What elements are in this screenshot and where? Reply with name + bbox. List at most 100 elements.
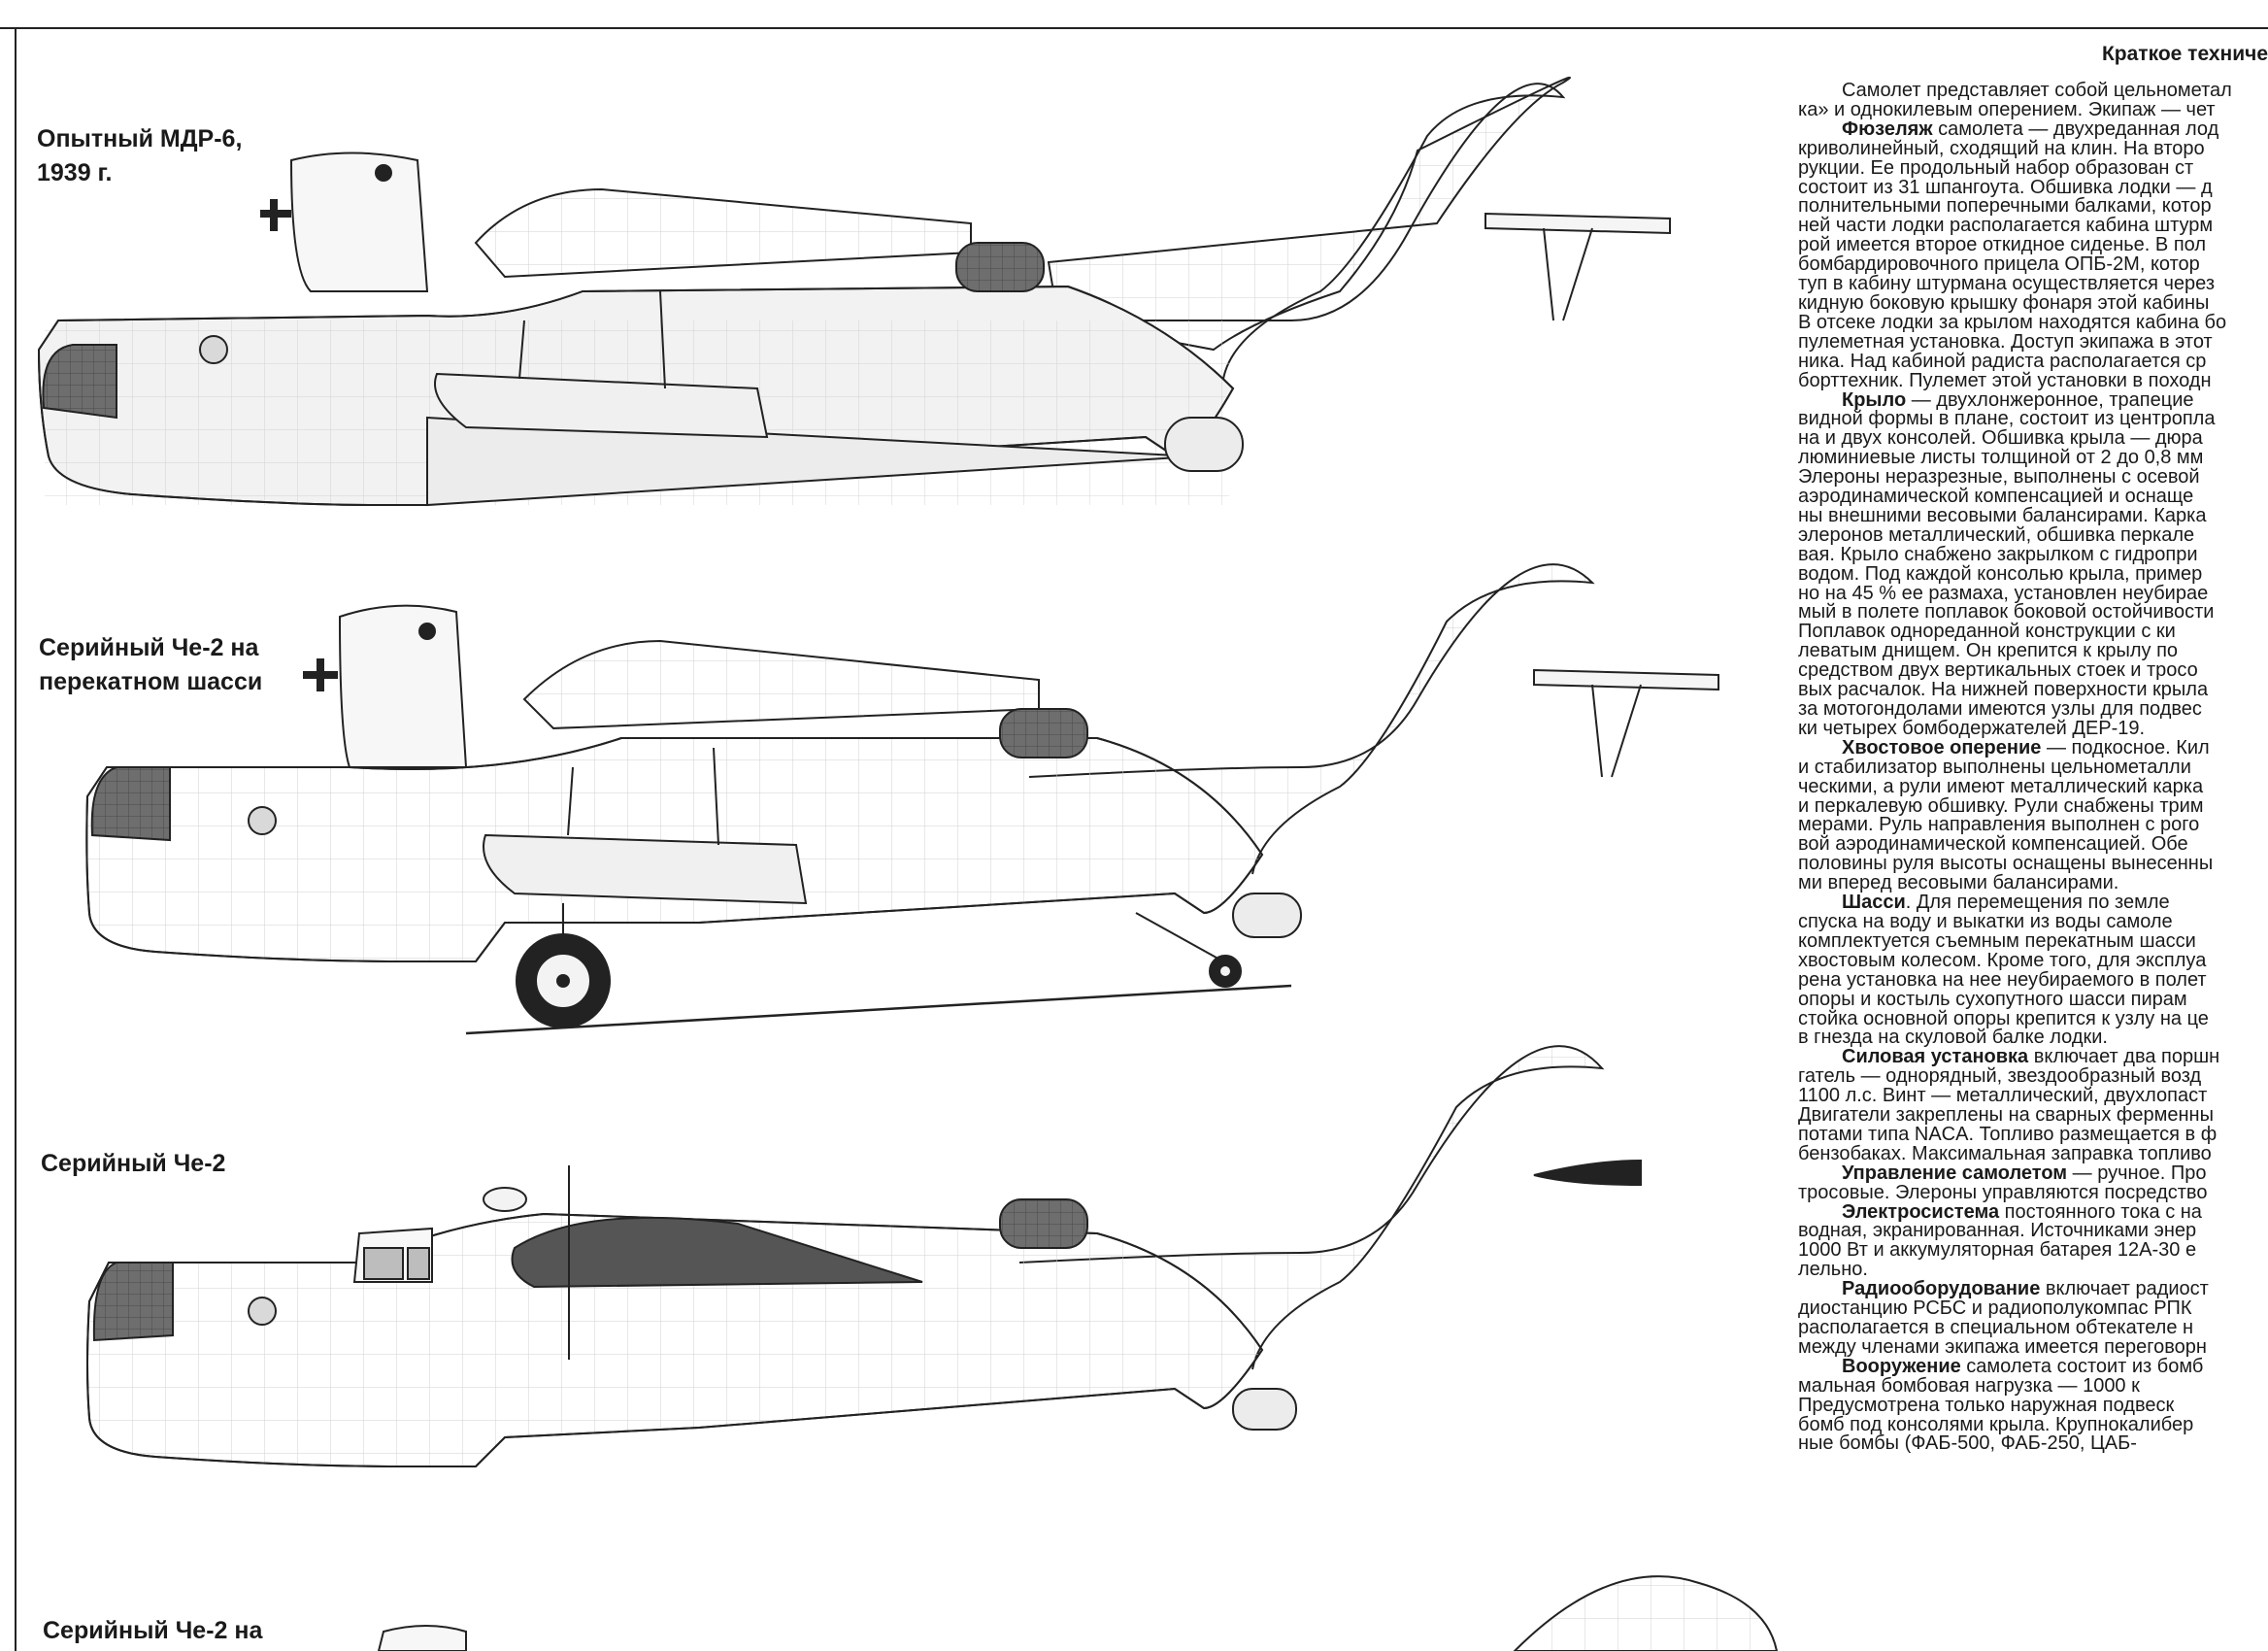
line-text: бомб под консолями крыла. Крупнокалибер — [1798, 1413, 2194, 1435]
section-lead: Радиооборудование — [1842, 1278, 2041, 1300]
line-text: средством двух вертикальных стоек и трос… — [1798, 659, 2198, 682]
aircraft-4-tail-fin — [1513, 1575, 1779, 1651]
text-line: аэродинамической компенсацией и оснаще — [1798, 486, 2268, 508]
aircraft-2-drawing — [85, 563, 1719, 1035]
line-text: люминиевые листы толщиной от 2 до 0,8 мм — [1798, 447, 2204, 469]
caption-line: Серийный Че-2 — [41, 1150, 226, 1177]
text-line: тросовые. Элероны управляются посредство — [1798, 1181, 2268, 1203]
text-line: ника. Над кабиной радиста располагается … — [1798, 352, 2268, 372]
line-text: рой имеется второе откидное сиденье. В п… — [1798, 234, 2206, 256]
text-line: за мотогондолами имеются узлы для подвес — [1798, 699, 2268, 720]
line-text: аэродинамической компенсацией и оснаще — [1798, 486, 2194, 508]
aircraft-2-nose-turret — [90, 766, 171, 842]
line-text: ки четырех бомбодержателей ДЕР-19. — [1798, 717, 2146, 739]
line-text: и перкалевую обшивку. Рули снабжены трим — [1798, 794, 2204, 817]
aircraft-4-drawing — [377, 1575, 1779, 1651]
text-line: Поплавок однореданной конструкции с ки — [1798, 622, 2268, 642]
line-text: включает два поршн — [2028, 1046, 2220, 1068]
aircraft-1-propeller-hub — [260, 199, 291, 231]
line-text: гатель — однорядный, звездообразный возд — [1798, 1065, 2202, 1088]
text-line: криволинейный, сходящий на клин. На втор… — [1798, 137, 2268, 159]
line-text: борттехник. Пулемет этой установки в пох… — [1798, 369, 2212, 391]
line-text: состоит из 31 шпангоута. Обшивка лодки —… — [1798, 176, 2213, 198]
aircraft-1-tail-fin-outline — [1029, 83, 1566, 380]
line-text: на и двух консолей. Обшивка крыла — дюра — [1798, 427, 2203, 450]
text-line: кидную боковую крышку фонаря этой кабины — [1798, 293, 2268, 314]
caption-aircraft-1: Опытный МДР-6, 1939 г. — [37, 122, 242, 190]
line-text: вая. Крыло снабжено закрылком с гидропри — [1798, 543, 2198, 565]
aircraft-2-engine-nacelle — [338, 604, 468, 768]
text-line: Радиооборудование включает радиост — [1798, 1278, 2268, 1300]
line-text: водом. Под каждой консолью крыла, пример — [1798, 562, 2203, 585]
text-line: ные бомбы (ФАБ-500, ФАБ-250, ЦАБ- — [1798, 1433, 2268, 1454]
caption-line: Опытный МДР-6, — [37, 125, 243, 152]
line-text: . Для перемещения по земле — [1905, 892, 2170, 914]
section-lead: Вооружение — [1842, 1355, 1961, 1377]
line-text: пулеметная установка. Доступ экипажа в э… — [1798, 330, 2213, 353]
text-line: ческими, а рули имеют металлический карк… — [1798, 777, 2268, 797]
text-line: Самолет представляет собой цельнометал — [1798, 82, 2268, 101]
text-line: видной формы в плане, состоит из центроп… — [1798, 408, 2268, 430]
line-text: Предусмотрена только наружная подвеск — [1798, 1394, 2175, 1416]
line-text: полнительными поперечными балками, котор — [1798, 195, 2212, 218]
caption-aircraft-2: Серийный Че-2 на перекатном шасси — [39, 631, 262, 699]
line-text: рукции. Ее продольный набор образован ст — [1798, 156, 2194, 179]
text-line: ми вперед весовыми балансирами. — [1798, 872, 2268, 894]
text-line: леватым днищем. Он крепится к крылу по — [1798, 641, 2268, 661]
aircraft-3-wing-section — [511, 1216, 923, 1289]
line-text: в гнезда на скуловой балке лодки. — [1798, 1027, 2108, 1049]
text-line: хвостовым колесом. Кроме того, для экспл… — [1798, 951, 2268, 971]
line-text: — подкосное. Кил — [2041, 736, 2210, 758]
text-line: мый в полете поплавок боковой остойчивос… — [1798, 602, 2268, 623]
section-lead: Электросистема — [1842, 1200, 2000, 1223]
line-text: водная, экранированная. Источниками энер — [1798, 1220, 2197, 1242]
text-line: Силовая установка включает два поршн — [1798, 1046, 2268, 1068]
line-text: самолета — двухреданная лод — [1932, 118, 2219, 140]
aircraft-1-engine-nacelle — [289, 152, 429, 292]
line-text: между членами экипажа имеется переговорн — [1798, 1335, 2207, 1358]
line-text: криволинейный, сходящий на клин. На втор… — [1798, 137, 2205, 159]
aircraft-3-gun-turret — [999, 1198, 1088, 1249]
text-line: Шасси. Для перемещения по земле — [1798, 893, 2268, 913]
aircraft-2-tailplane — [1533, 668, 1719, 691]
line-text: располагается в специальном обтекателе н — [1798, 1317, 2194, 1338]
aircraft-4-nacelle — [377, 1625, 467, 1651]
line-text: ны внешними весовыми балансирами. Карка — [1798, 504, 2207, 526]
aircraft-1-gun-turret — [955, 242, 1045, 292]
text-line: ки четырех бомбодержателей ДЕР-19. — [1798, 717, 2268, 739]
text-line: Фюзеляж самолета — двухреданная лод — [1798, 118, 2268, 140]
page-frame-top — [0, 27, 2268, 29]
caption-aircraft-4: Серийный Че-2 на — [43, 1614, 262, 1648]
text-line: Элероны неразрезные, выполнены с осевой — [1798, 466, 2268, 489]
text-line: Предусмотрена только наружная подвеск — [1798, 1394, 2268, 1416]
aircraft-3-dome — [483, 1187, 527, 1212]
line-text: Элероны неразрезные, выполнены с осевой — [1798, 466, 2200, 489]
aircraft-1-float — [434, 372, 769, 439]
line-text: включает радиост — [2040, 1278, 2209, 1300]
line-text: видной формы в плане, состоит из центроп… — [1798, 408, 2216, 430]
line-text: рена установка на нее неубираемого в пол… — [1798, 968, 2207, 991]
text-line: в гнезда на скуловой балке лодки. — [1798, 1028, 2268, 1048]
section-lead: Управление самолетом — [1842, 1162, 2068, 1184]
text-line: рена установка на нее неубираемого в пол… — [1798, 968, 2268, 991]
text-line: В отсеке лодки за крылом находятся кабин… — [1798, 313, 2268, 333]
line-text: ми вперед весовыми балансирами. — [1798, 872, 2119, 894]
text-line: между членами экипажа имеется переговорн — [1798, 1335, 2268, 1358]
aircraft-1-nose-turret — [42, 344, 117, 420]
line-text: Двигатели закреплены на сварных ферменны — [1798, 1104, 2214, 1127]
line-text: бензобаках. Максимальная заправка топлив… — [1798, 1142, 2212, 1164]
line-text: мальная бомбовая нагрузка — 1000 к — [1798, 1374, 2140, 1397]
line-text: спуска на воду и выкатки из воды самоле — [1798, 910, 2173, 932]
line-text: постоянного тока с на — [1999, 1200, 2202, 1223]
text-line: полнительными поперечными балками, котор — [1798, 195, 2268, 218]
line-text: диостанцию РСБС и радиополукомпас РПК — [1798, 1297, 2192, 1320]
line-text: и стабилизатор выполнены цельнометалли — [1798, 756, 2191, 778]
caption-line: Серийный Че-2 на — [43, 1617, 263, 1644]
text-line: Двигатели закреплены на сварных ферменны — [1798, 1104, 2268, 1127]
line-text: тросовые. Элероны управляются посредство — [1798, 1181, 2208, 1203]
text-line: и перкалевую обшивку. Рули снабжены трим — [1798, 794, 2268, 817]
text-line: пулеметная установка. Доступ экипажа в э… — [1798, 330, 2268, 353]
line-text: мерами. Руль направления выполнен с рого — [1798, 814, 2200, 836]
aircraft-3-drawing — [86, 1045, 1642, 1467]
